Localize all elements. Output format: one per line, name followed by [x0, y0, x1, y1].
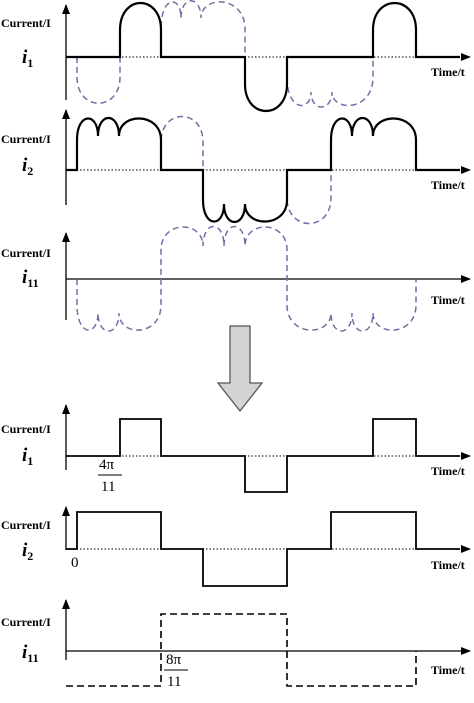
panel-i11-upper: Current/I Time/t i11 [1, 225, 471, 332]
x-axis-label: Time/t [431, 663, 465, 677]
solid-waveform [66, 418, 460, 493]
waveform-label: i11 [22, 267, 39, 290]
svg-text:4π: 4π [99, 457, 115, 473]
waveform-label: i2 [22, 540, 33, 563]
waveform-label: i2 [22, 155, 33, 178]
panel-i11-lower: Current/I Time/t i11 8π 11 [1, 599, 471, 690]
solid-waveform [66, 117, 460, 223]
panel-i2-upper: Current/I Time/t i2 [1, 109, 471, 225]
waveform-label: i1 [22, 47, 33, 70]
fraction-4pi-11: 4π 11 [98, 457, 122, 495]
dashed-waveform [76, 225, 417, 332]
fraction-8pi-11: 8π 11 [164, 652, 188, 690]
dashed-waveform [66, 613, 417, 687]
x-axis-label: Time/t [431, 558, 465, 572]
solid-waveform [66, 2, 460, 112]
y-axis-label: Current/I [1, 246, 51, 260]
x-axis-label: Time/t [431, 65, 465, 79]
y-axis-label: Current/I [1, 132, 51, 146]
panel-i2-lower: Current/I Time/t i2 0 [1, 506, 471, 587]
svg-text:11: 11 [167, 674, 181, 690]
x-axis-label: Time/t [431, 178, 465, 192]
down-arrow-icon [216, 325, 264, 413]
svg-text:11: 11 [101, 479, 115, 495]
waveform-label: i11 [22, 642, 39, 665]
y-axis-label: Current/I [1, 16, 51, 30]
dashed-waveform [76, 0, 374, 108]
x-axis-label: Time/t [431, 464, 465, 478]
origin-label: 0 [71, 555, 79, 571]
panel-i1-upper: Current/I Time/t i1 [1, 0, 471, 112]
y-axis-label: Current/I [1, 422, 51, 436]
solid-waveform [66, 511, 460, 587]
y-axis-label: Current/I [1, 615, 51, 629]
x-axis-label: Time/t [431, 293, 465, 307]
y-axis-label: Current/I [1, 518, 51, 532]
waveform-label: i1 [22, 445, 33, 468]
svg-text:8π: 8π [166, 652, 182, 668]
panel-i1-lower: Current/I Time/t i1 4π 11 [1, 404, 471, 495]
